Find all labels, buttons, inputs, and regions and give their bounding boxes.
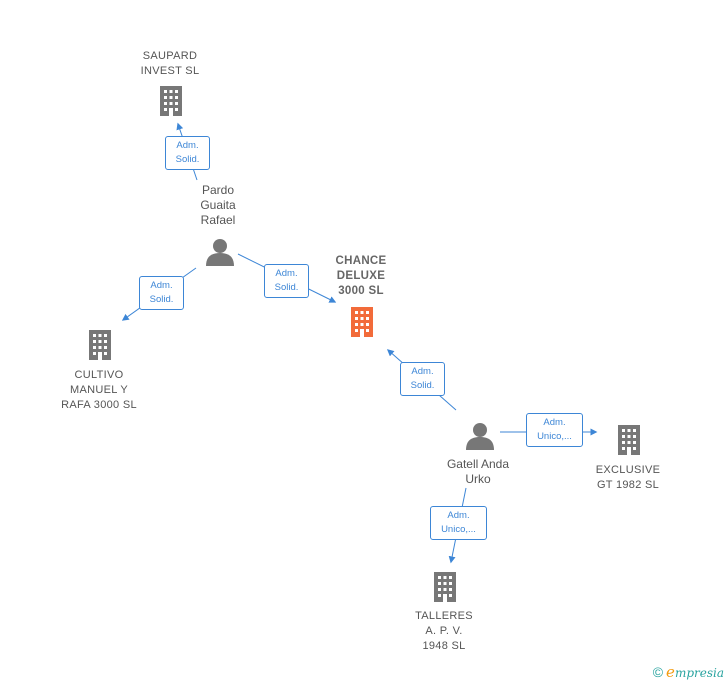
person-gatell-icon[interactable] — [466, 423, 494, 450]
company-chance-label[interactable]: CHANCE DELUXE 3000 SL — [335, 255, 387, 297]
edge-label-gatell-chance[interactable]: Adm. Solid. — [400, 362, 445, 396]
company-exclusive-label[interactable]: EXCLUSIVE GT 1982 SL — [595, 464, 661, 491]
copyright-icon: © — [652, 664, 664, 680]
company-chance-icon[interactable] — [351, 307, 373, 337]
edge-label-pardo-saupard[interactable]: Adm. Solid. — [165, 136, 210, 170]
brand-logo: empresia — [666, 663, 724, 681]
company-saupard-label[interactable]: SAUPARD INVEST SL — [140, 50, 200, 77]
person-gatell-label[interactable]: Gatell Anda Urko — [446, 457, 510, 486]
edge-label-pardo-cultivo[interactable]: Adm. Solid. — [139, 276, 184, 310]
company-cultivo-icon[interactable] — [89, 330, 111, 360]
company-talleres-label[interactable]: TALLERES A. P. V. 1948 SL — [415, 610, 473, 652]
person-pardo-icon[interactable] — [206, 239, 234, 266]
company-cultivo-label[interactable]: CULTIVO MANUEL Y RAFA 3000 SL — [61, 369, 137, 411]
company-talleres-icon[interactable] — [434, 572, 456, 602]
company-saupard-icon[interactable] — [160, 86, 182, 116]
edge-label-gatell-talleres[interactable]: Adm. Unico,... — [430, 506, 487, 540]
edge-label-pardo-chance[interactable]: Adm. Solid. — [264, 264, 309, 298]
person-pardo-label[interactable]: Pardo Guaita Rafael — [200, 183, 236, 227]
footer-brand: © empresia — [653, 663, 724, 681]
company-exclusive-icon[interactable] — [618, 425, 640, 455]
edge-label-gatell-exclusive[interactable]: Adm. Unico,... — [526, 413, 583, 447]
